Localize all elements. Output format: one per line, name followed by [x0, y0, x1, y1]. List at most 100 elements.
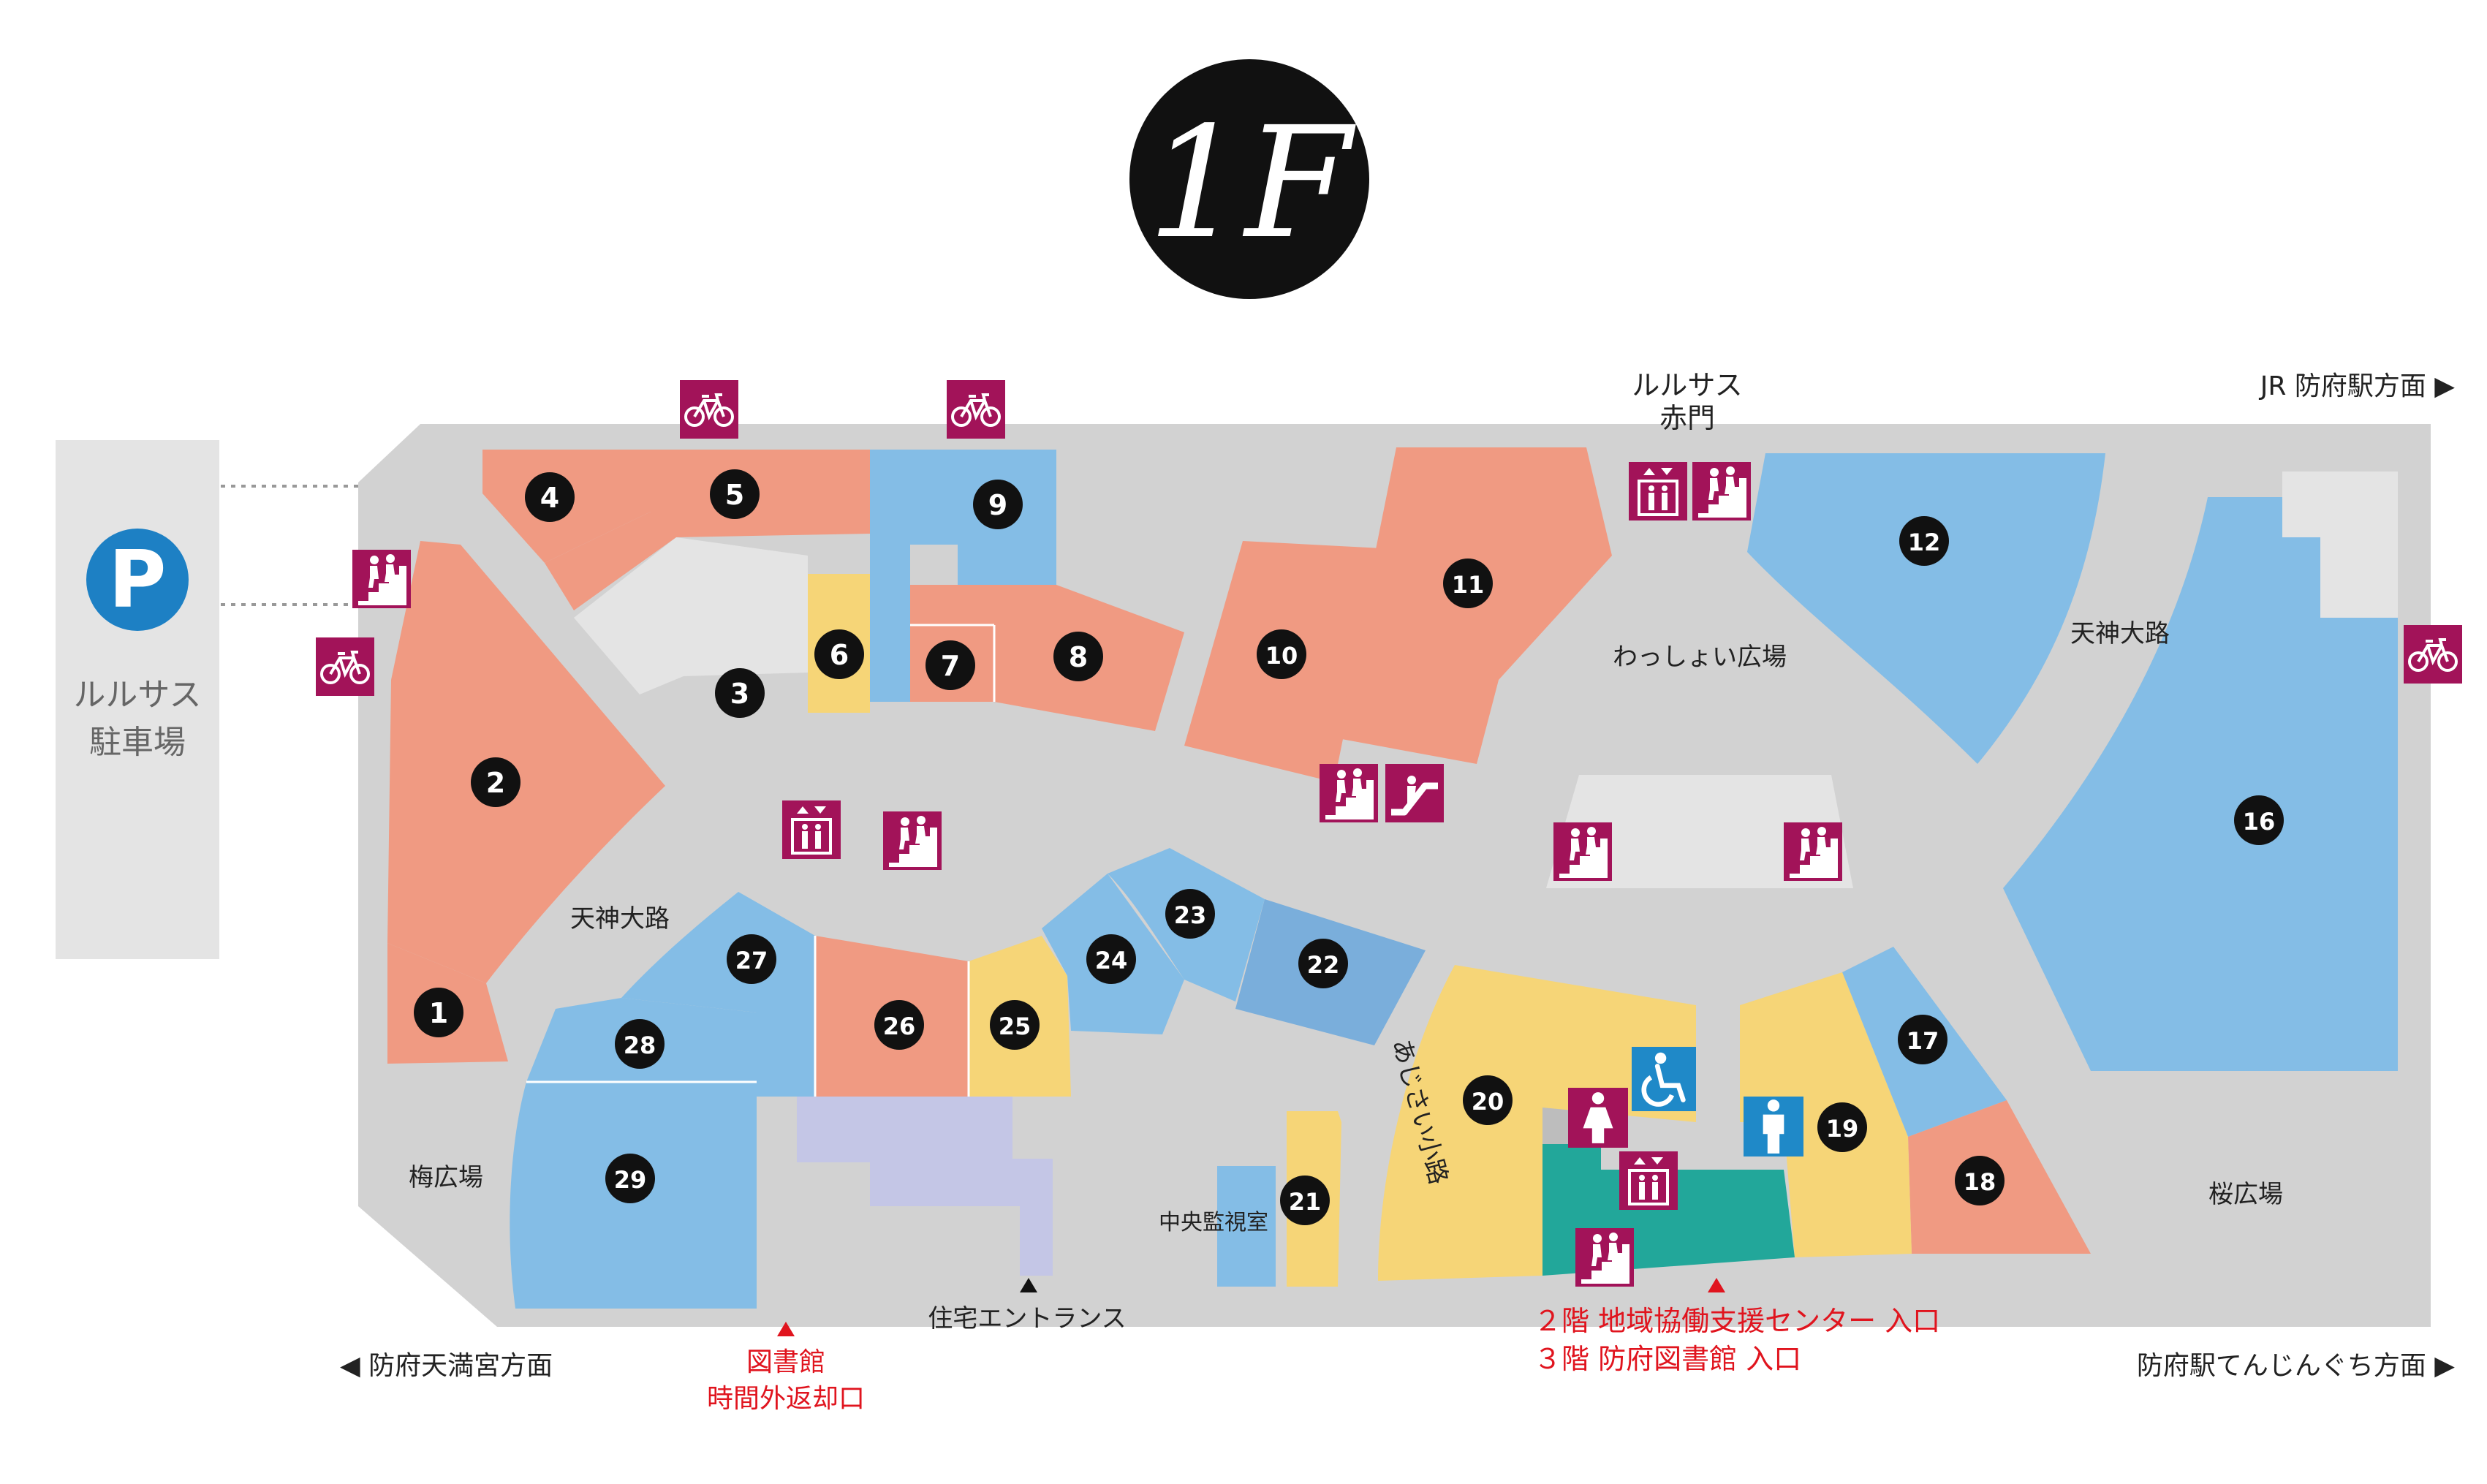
residence-lobby [797, 1097, 1053, 1276]
store-number-21: 21 [1280, 1176, 1330, 1225]
blank-area [1546, 775, 1853, 888]
entrance-2f-label: ２階 地域協働支援センター 入口 [1534, 1305, 1940, 1337]
blank-area [2282, 472, 2398, 618]
store-number-12: 12 [1899, 516, 1949, 566]
store-number-8: 8 [1053, 632, 1103, 681]
central-monitoring-room [1217, 1166, 1276, 1287]
direction-tenjinguchi: 防府駅てんじんぐち方面 ▶ [2137, 1351, 2455, 1381]
bicycle-icon[interactable] [680, 380, 738, 439]
parking-connector [221, 485, 358, 606]
elevator-icon[interactable] [1619, 1151, 1678, 1210]
elevator-icon[interactable] [1629, 462, 1687, 520]
svg-text:27: 27 [735, 947, 768, 974]
svg-text:21: 21 [1289, 1188, 1322, 1216]
svg-text:23: 23 [1174, 901, 1207, 929]
stairs-icon[interactable] [1784, 822, 1842, 881]
svg-text:20: 20 [1472, 1088, 1504, 1116]
store-dividers [526, 624, 996, 1097]
store-number-18: 18 [1955, 1156, 2005, 1205]
parking-label-line1: ルルサス [73, 676, 201, 713]
store-number-2: 2 [471, 757, 521, 807]
womens-restroom-icon[interactable] [1568, 1088, 1628, 1148]
store-2[interactable] [387, 541, 665, 983]
store-5[interactable] [545, 450, 870, 610]
tenjin-oji-label-left: 天神大路 [570, 904, 670, 934]
library-return-line1: 図書館 [746, 1347, 825, 1377]
store-number-16: 16 [2234, 795, 2284, 845]
library-return-marker [777, 1322, 795, 1336]
blank-area [574, 537, 808, 694]
ume-plaza-label: 梅広場 [409, 1163, 483, 1192]
svg-text:29: 29 [614, 1166, 647, 1194]
stairs-icon[interactable] [1692, 462, 1751, 520]
svg-text:22: 22 [1307, 951, 1340, 979]
svg-text:12: 12 [1908, 529, 1941, 556]
store-number-22: 22 [1298, 939, 1348, 988]
residence-entrance-marker [1020, 1278, 1037, 1292]
svg-text:9: 9 [988, 489, 1007, 521]
svg-text:17: 17 [1907, 1027, 1939, 1055]
store-number-6: 6 [814, 629, 864, 679]
store-number-24: 24 [1086, 934, 1136, 984]
bicycle-icon[interactable] [2404, 625, 2462, 684]
stairs-icon[interactable] [1553, 822, 1612, 881]
store-number-29: 29 [605, 1154, 655, 1203]
wasshoi-plaza-label: わっしょい広場 [1613, 643, 1787, 672]
bicycle-icon[interactable] [316, 637, 374, 696]
store-number-10: 10 [1257, 629, 1306, 679]
mens-restroom-icon[interactable] [1744, 1097, 1803, 1156]
floor-title: 1F [1147, 94, 1356, 273]
store-number-9: 9 [973, 480, 1023, 529]
store-number-26: 26 [874, 1000, 924, 1050]
stairs-icon[interactable] [1575, 1228, 1634, 1287]
store-number-11: 11 [1443, 559, 1493, 608]
stairs-icon[interactable] [352, 550, 411, 608]
store-number-23: 23 [1165, 889, 1215, 939]
svg-text:18: 18 [1964, 1168, 1996, 1196]
residence-entrance-label: 住宅エントランス [928, 1304, 1126, 1333]
tenjin-oji-label-right: 天神大路 [2070, 619, 2170, 648]
gate-label-line2: 赤門 [1659, 402, 1715, 434]
svg-text:25: 25 [999, 1012, 1031, 1040]
elevator-icon[interactable] [782, 800, 841, 859]
svg-text:3: 3 [730, 678, 749, 710]
bicycle-icon[interactable] [947, 380, 1005, 439]
sakura-plaza-label: 桜広場 [2208, 1180, 2283, 1209]
store-8[interactable] [910, 585, 1184, 731]
svg-text:5: 5 [725, 479, 744, 511]
store-16[interactable] [2003, 497, 2398, 1071]
store-number-19: 19 [1817, 1102, 1867, 1152]
store-number-7: 7 [925, 640, 975, 690]
parking-label-line2: 駐車場 [89, 724, 186, 761]
parking-symbol: P [108, 534, 166, 626]
svg-text:28: 28 [624, 1031, 656, 1059]
direction-jr-station: JR 防府駅方面 ▶ [2259, 371, 2456, 401]
svg-text:8: 8 [1069, 641, 1088, 673]
direction-tenmangu: ◀ 防府天満宮方面 [340, 1351, 553, 1381]
svg-text:10: 10 [1265, 642, 1298, 670]
entrance-marker [1708, 1278, 1725, 1292]
store-number-3: 3 [715, 668, 765, 718]
svg-text:16: 16 [2243, 808, 2276, 836]
escalator-icon[interactable] [1385, 764, 1444, 822]
svg-text:11: 11 [1452, 571, 1485, 599]
svg-text:7: 7 [941, 650, 960, 682]
svg-text:4: 4 [540, 482, 559, 514]
svg-text:19: 19 [1826, 1115, 1859, 1143]
store-number-25: 25 [990, 1000, 1040, 1050]
parking-area[interactable]: P ルルサス 駐車場 [56, 440, 219, 959]
store-number-1: 1 [414, 988, 463, 1037]
svg-text:2: 2 [486, 767, 505, 799]
central-monitoring-label: 中央監視室 [1159, 1210, 1268, 1235]
store-number-5: 5 [710, 469, 760, 519]
floor-title-badge: 1F [1129, 59, 1369, 299]
store-12[interactable] [1747, 453, 2105, 764]
store-number-20: 20 [1463, 1075, 1513, 1125]
stairs-icon[interactable] [883, 811, 942, 870]
wheelchair-icon[interactable] [1632, 1047, 1696, 1111]
stairs-icon[interactable] [1320, 764, 1378, 822]
store-20[interactable] [1378, 965, 1696, 1281]
svg-text:6: 6 [830, 639, 849, 671]
store-number-17: 17 [1898, 1015, 1947, 1064]
